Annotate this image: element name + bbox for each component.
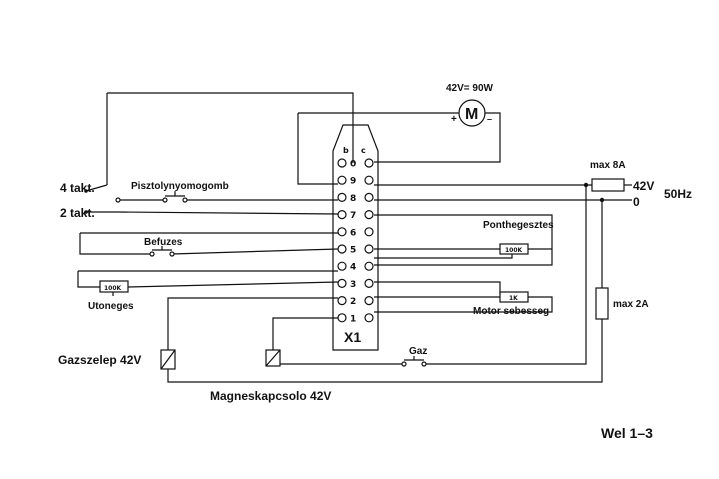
ponthegesztes-pot-value: 100K <box>505 247 523 254</box>
pin-b-circle <box>337 192 347 202</box>
connector-col-c: c <box>361 146 366 155</box>
pin-c-circle <box>364 227 374 237</box>
pin-b-circle <box>337 244 347 254</box>
pin-c-circle <box>364 313 374 323</box>
pin-b-circle <box>337 175 347 185</box>
fuse-2a-icon <box>595 287 609 320</box>
ponthegesztes-pot-icon <box>499 243 529 255</box>
pisztoly-switch-icon <box>162 191 188 203</box>
pin-b-circle <box>337 210 347 220</box>
motor-pot-icon <box>499 291 529 303</box>
pin-number: 4 <box>350 263 356 273</box>
label-befuzes: Befuzes <box>144 237 183 248</box>
pin-number: 8 <box>350 194 356 204</box>
label-50hz: 50Hz <box>664 187 692 201</box>
label-pisztolynyomogomb: Pisztolynyomogomb <box>131 181 229 192</box>
pin-c-circle <box>364 175 374 185</box>
pin-c-circle <box>364 244 374 254</box>
connector-name: X1 <box>344 329 361 345</box>
pin-c-circle <box>364 210 374 220</box>
motor-minus: – <box>487 114 492 124</box>
pin-number: 2 <box>350 297 356 307</box>
pin-number: 1 <box>350 314 356 324</box>
label-2-takt: 2 takt. <box>60 206 95 220</box>
connector-col-b: b <box>343 146 349 155</box>
pin-c-circle <box>364 296 374 306</box>
pin-b-circle <box>337 313 347 323</box>
junction-42v <box>583 182 589 188</box>
label-zero: 0 <box>633 195 640 209</box>
gaz-switch-icon <box>401 356 427 367</box>
label-42v: 42V <box>633 179 654 193</box>
pin-b-circle <box>337 227 347 237</box>
utoneges-resistor-value: 100K <box>104 285 122 292</box>
label-ponthegesztes: Ponthegesztes <box>483 220 554 231</box>
motor-pot-value: 1K <box>509 295 518 302</box>
motor-rating: 42V= 90W <box>446 83 494 94</box>
pin-number: 3 <box>350 280 356 290</box>
befuzes-switch-icon <box>149 246 175 257</box>
motor-plus: + <box>451 114 457 125</box>
label-utoneges: Utoneges <box>88 301 134 312</box>
pin-b-circle <box>337 278 347 288</box>
pin-c-circle <box>364 158 374 168</box>
pin-b-circle <box>337 158 347 168</box>
pin-b-circle <box>337 296 347 306</box>
motor-symbol: M <box>465 106 478 123</box>
pin-number: 9 <box>350 177 356 187</box>
label-magneskapcsolo: Magneskapcsolo 42V <box>210 389 331 403</box>
pin-number: 0 <box>350 160 356 170</box>
diagram-title: Wel 1–3 <box>601 425 653 441</box>
pin-c-circle <box>364 261 374 271</box>
utoneges-resistor-icon <box>99 280 129 293</box>
pin-number: 6 <box>350 228 356 238</box>
gazszelep-coil-icon <box>160 349 176 370</box>
junction-0v <box>599 197 605 203</box>
pin-c-circle <box>364 192 374 202</box>
label-gaz: Gaz <box>409 346 427 357</box>
pin-b-circle <box>337 261 347 271</box>
label-gazszelep: Gazszelep 42V <box>58 353 141 367</box>
magneskapcsolo-coil-icon <box>265 349 281 367</box>
label-max-8a: max 8A <box>590 160 626 171</box>
label-4-takt: 4 takt. <box>60 181 95 195</box>
pin-number: 5 <box>350 246 356 256</box>
wiring <box>77 92 632 383</box>
label-motor-sebesseg: Motor sebesseg <box>473 306 549 317</box>
fuse-8a-icon <box>591 178 625 192</box>
pin-number: 7 <box>350 211 356 221</box>
connector-pins: 0 9 8 7 6 5 4 3 2 1 <box>337 158 374 324</box>
pin-c-circle <box>364 278 374 288</box>
label-max-2a: max 2A <box>613 299 649 310</box>
takt-selector-icon <box>84 189 121 214</box>
